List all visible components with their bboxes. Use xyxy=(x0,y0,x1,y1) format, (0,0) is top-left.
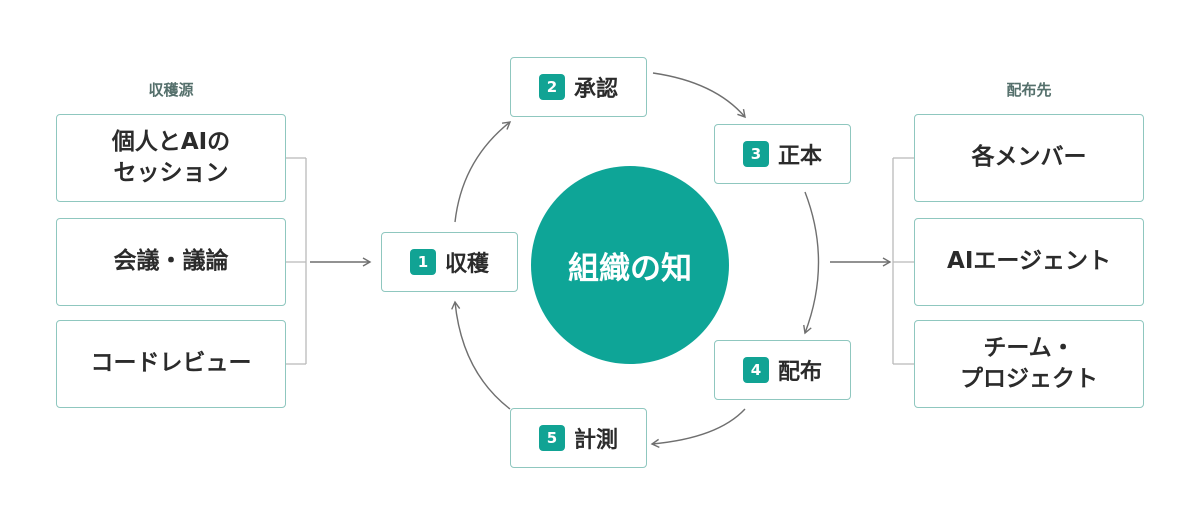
step-label: 計測 xyxy=(573,428,618,453)
source-label-line1: 個人とAIの xyxy=(111,128,231,155)
source-box-sessions: 個人とAIの セッション xyxy=(56,114,286,202)
cycle-arrow-2-to-3 xyxy=(652,72,746,119)
step-number-badge: 5 xyxy=(538,425,565,451)
step-canonical: 3 正本 xyxy=(714,124,851,184)
destinations-title: 配布先 xyxy=(1006,81,1052,99)
center-knowledge-circle: 組織の知 xyxy=(531,166,729,364)
step-distribute: 4 配布 xyxy=(714,340,851,400)
destination-box-ai-agents: AIエージェント xyxy=(914,218,1144,306)
destination-label-line1: チーム・ xyxy=(983,334,1075,361)
cycle-arrow-3-to-4 xyxy=(803,191,820,335)
destination-label: 各メンバー xyxy=(971,144,1087,171)
destinations-bracket xyxy=(892,157,914,365)
sources-title: 収穫源 xyxy=(148,81,194,99)
step-number-badge: 1 xyxy=(409,249,436,275)
source-box-meetings: 会議・議論 xyxy=(56,218,286,306)
step-number-badge: 3 xyxy=(742,141,769,167)
step-number-badge: 4 xyxy=(742,357,769,383)
source-box-code-review: コードレビュー xyxy=(56,320,286,408)
step-number-badge: 2 xyxy=(538,74,565,100)
destination-box-members: 各メンバー xyxy=(914,114,1144,202)
step-harvest: 1 収穫 xyxy=(381,232,518,292)
step-label: 配布 xyxy=(777,360,822,385)
cycle-arrow-1-to-2 xyxy=(454,121,512,223)
center-label: 組織の知 xyxy=(568,250,692,287)
source-label: コードレビュー xyxy=(90,350,252,377)
sources-bracket xyxy=(286,157,307,365)
step-label: 承認 xyxy=(573,77,618,102)
step-label: 正本 xyxy=(777,144,822,169)
destination-box-teams: チーム・ プロジェクト xyxy=(914,320,1144,408)
destination-label-line2: プロジェクト xyxy=(960,366,1098,392)
cycle-arrow-5-to-1 xyxy=(451,300,511,410)
source-label-line2: セッション xyxy=(113,160,229,186)
step-label: 収穫 xyxy=(444,252,489,277)
destination-label: AIエージェント xyxy=(947,248,1111,275)
cycle-arrow-4-to-5 xyxy=(650,408,746,448)
source-label: 会議・議論 xyxy=(113,248,229,275)
step-approve: 2 承認 xyxy=(510,57,647,117)
step-measure: 5 計測 xyxy=(510,408,647,468)
